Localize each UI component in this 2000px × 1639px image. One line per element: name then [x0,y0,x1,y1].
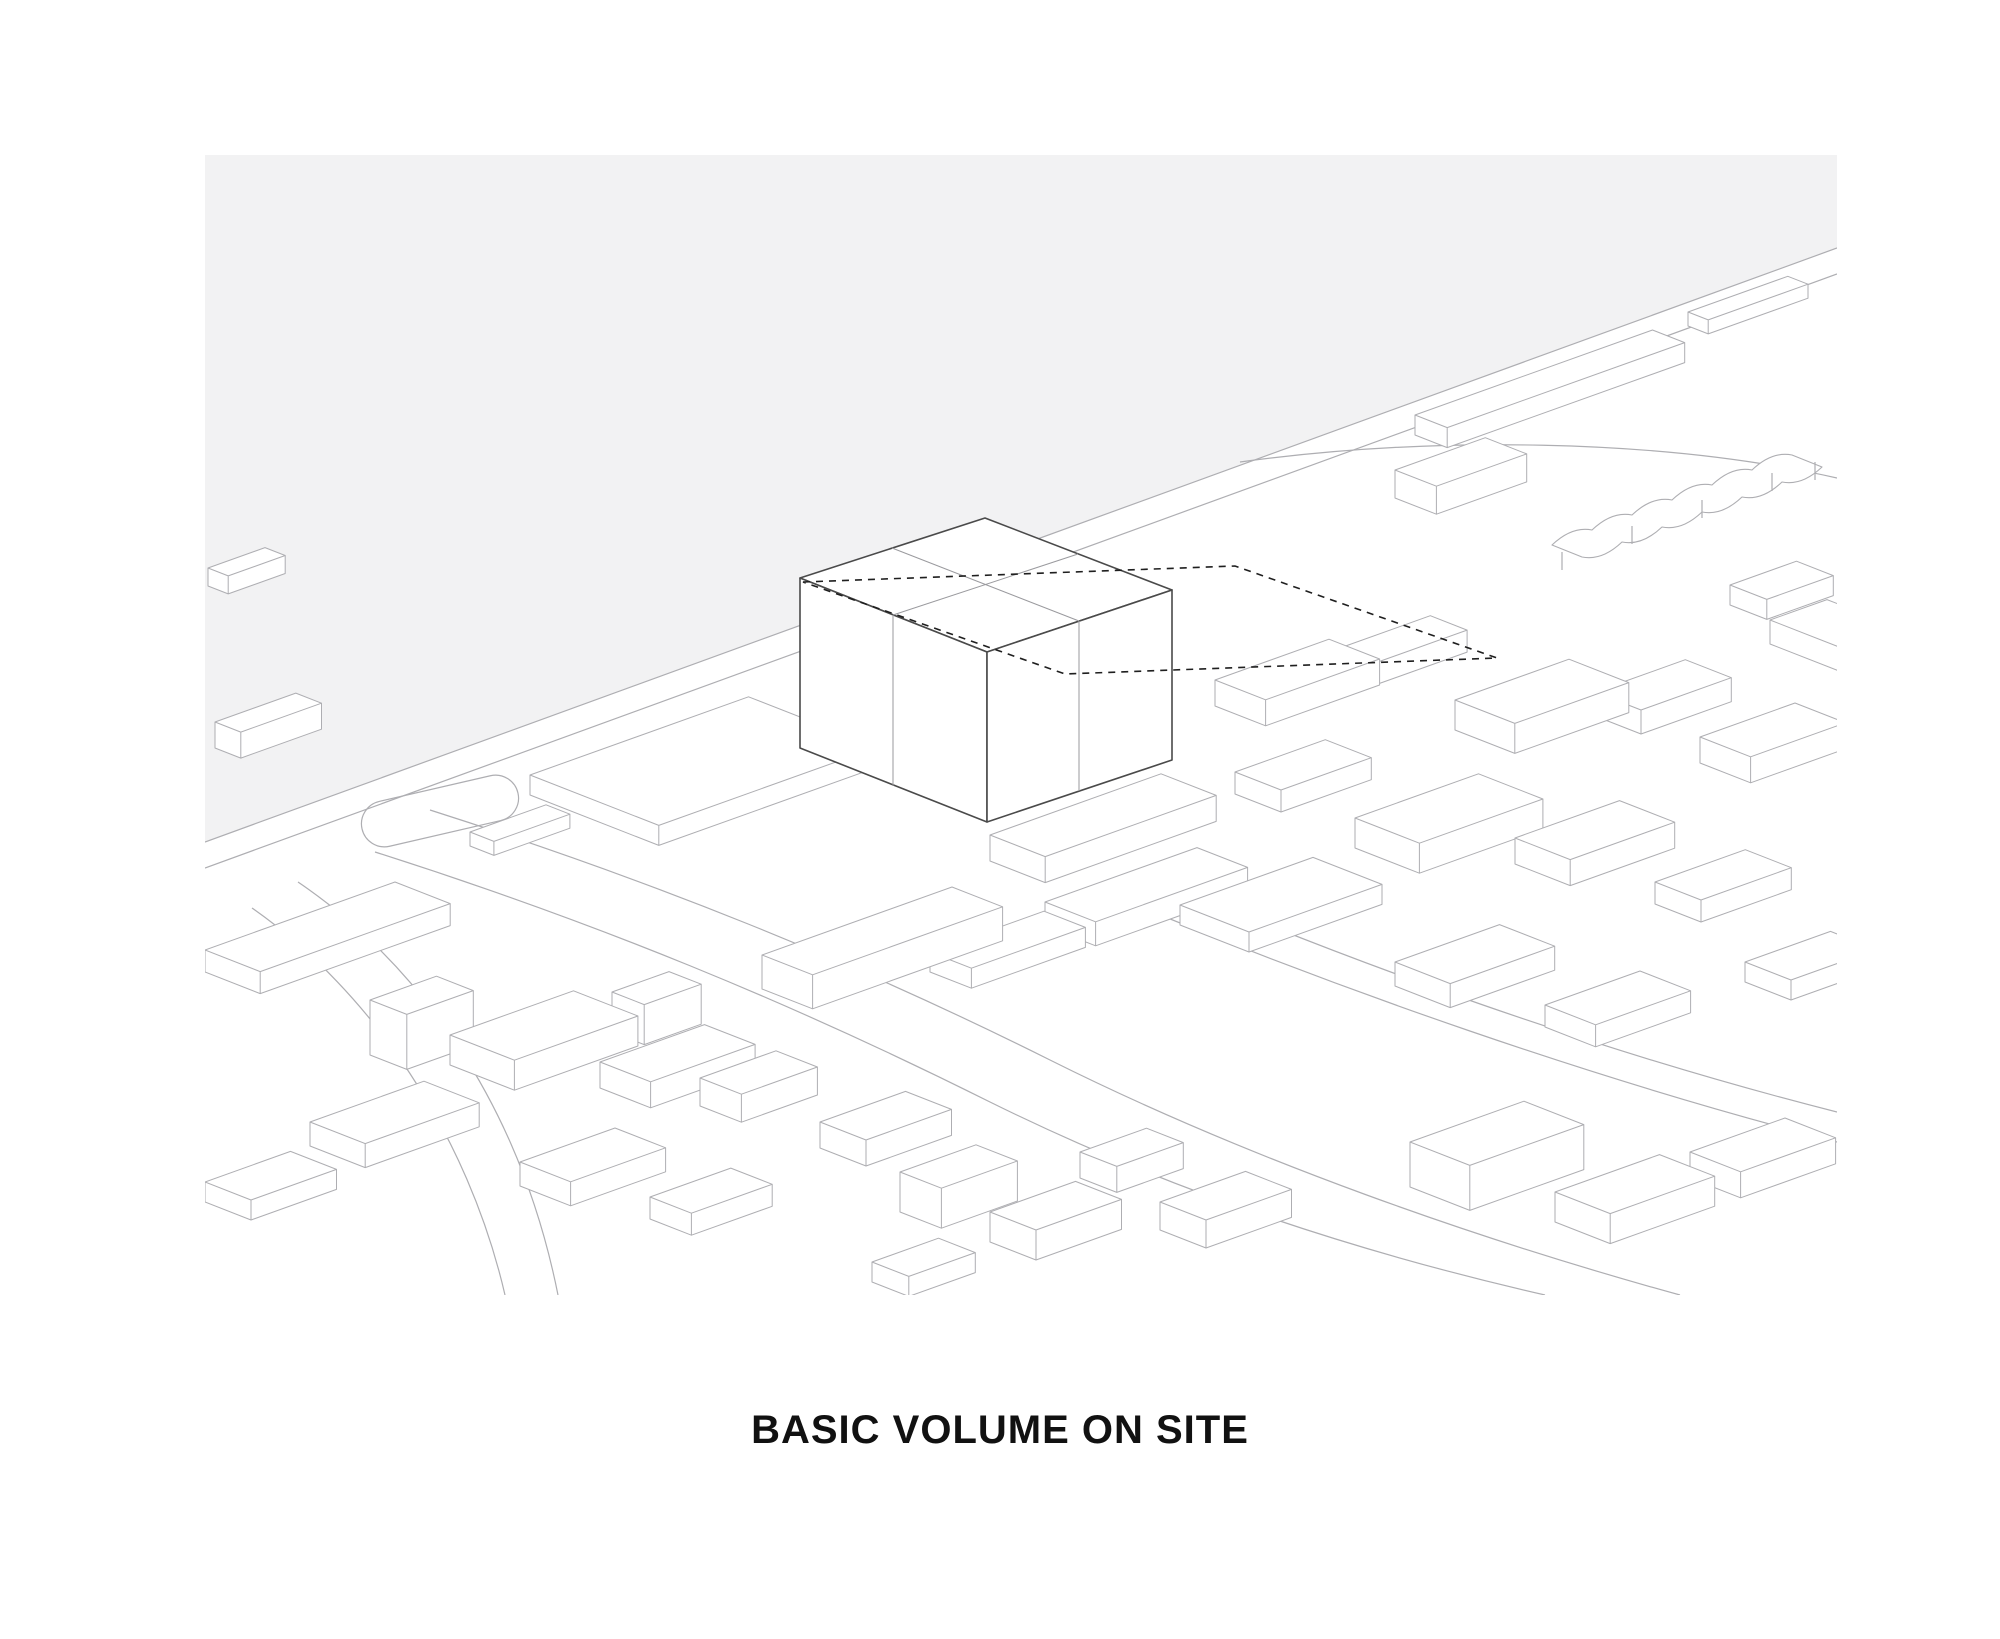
context-building [1687,275,1809,335]
context-building [699,1050,818,1123]
ground-plane [205,155,1837,842]
context-building [989,1180,1122,1261]
context-building [205,881,451,995]
basic-volume [799,517,1173,823]
context-building [449,990,639,1091]
context-building [1699,702,1837,784]
parking-lot-outline [360,774,520,848]
highway-edge [429,809,1681,1295]
context-building [1394,437,1528,515]
context-building [989,773,1217,884]
context-building [1214,638,1381,727]
context-building [1514,800,1676,887]
context-building [1409,1100,1585,1211]
context-building [649,1167,773,1236]
context-building [1079,1127,1184,1193]
context-building [929,910,1086,989]
context-building [1729,560,1834,620]
context-building [871,1237,976,1295]
context-building [1544,970,1692,1048]
context-building [761,886,1004,1010]
context-building [1159,1170,1292,1249]
volume-division-lines [891,547,1080,791]
context-building [819,1090,952,1167]
context-building [1744,930,1837,1001]
context-buildings [205,275,1837,1295]
highway-edge [374,851,1546,1295]
context-building [1414,329,1686,449]
context-building [519,1127,667,1207]
site-boundary-dashed-outline [802,565,1498,675]
context-building [309,1080,480,1169]
context-building [214,692,322,759]
wavy-roof-shed [1551,453,1823,570]
context-building [469,804,571,856]
context-building [1554,1154,1716,1245]
diagram-caption: BASIC VOLUME ON SITE [751,1408,1249,1452]
context-building [1654,849,1792,923]
context-building [1234,739,1372,813]
context-building [207,547,286,595]
context-building [1394,924,1556,1009]
context-building [899,1144,1018,1229]
context-building [1179,856,1383,953]
context-building [205,1150,337,1221]
context-building [1769,599,1837,671]
context-building [1454,658,1630,754]
